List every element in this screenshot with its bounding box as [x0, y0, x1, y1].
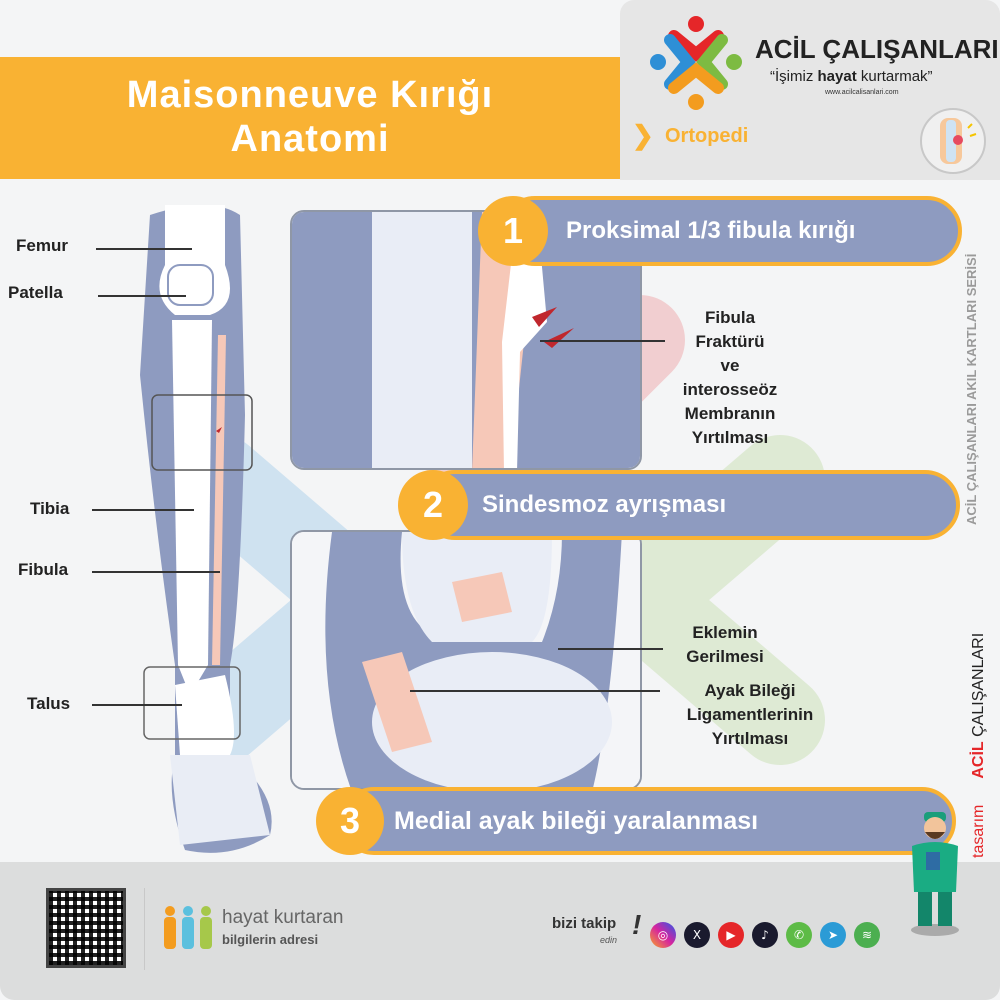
brand-logo-icon: [650, 16, 742, 110]
slogan-pre: “İşimiz: [770, 68, 818, 85]
label-fibula: Fibula: [18, 560, 69, 579]
title-banner: Maisonneuve Kırığı Anatomi: [0, 57, 620, 179]
label-talus: Talus: [27, 694, 71, 713]
text: Yırtılması: [711, 729, 789, 748]
slogan-bold: hayat: [817, 68, 857, 85]
ankle-inset: [290, 530, 642, 790]
text: Gerilmesi: [686, 647, 764, 666]
qr-code[interactable]: [46, 888, 126, 968]
youtube-icon[interactable]: ▶: [718, 922, 744, 948]
text: interosseöz: [682, 380, 778, 399]
leader-line: [92, 704, 182, 706]
whatsapp-icon[interactable]: ✆: [786, 922, 812, 948]
slogan-post: kurtarmak”: [856, 68, 933, 85]
follow-sub: edin: [600, 935, 618, 945]
fibula-fracture-inset: [290, 210, 642, 470]
text: Eklemin: [692, 623, 758, 642]
design-text: tasarım: [970, 804, 987, 858]
leader-line: [92, 571, 220, 573]
leader-line: [558, 648, 663, 650]
knee-icon: [920, 108, 986, 174]
title-line1: Maisonneuve Kırığı: [126, 74, 494, 116]
brand-slogan: “İşimiz hayat kurtarmak”: [770, 68, 933, 85]
series-label: ACİL ÇALIŞANLARI AKIL KARTLARI SERİSİ: [964, 253, 979, 525]
telegram-icon[interactable]: ➤: [820, 922, 846, 948]
x-icon[interactable]: X: [684, 922, 710, 948]
doctor-illustration: [911, 812, 959, 936]
step-3-banner: Medial ayak bileği yaralanması: [340, 787, 956, 855]
step-2-label: Sindesmoz ayrışması: [482, 491, 727, 518]
chevron-right-icon: ❯: [632, 120, 654, 150]
footer-tagline-1: hayat kurtaran: [222, 907, 344, 928]
leader-line: [540, 340, 665, 342]
text: Membranın: [684, 404, 776, 423]
brand-panel: ACİL ÇALIŞANLARI “İşimiz hayat kurtarmak…: [620, 0, 1000, 180]
spotify-icon[interactable]: ≋: [854, 922, 880, 948]
text: Ligamentlerinin: [686, 705, 814, 724]
design-brand-red: ACİL: [970, 741, 987, 779]
step-2-banner: Sindesmoz ayrışması: [420, 470, 960, 540]
leader-line: [410, 690, 660, 692]
follow-text: bizi takip: [552, 915, 617, 932]
leader-line: [98, 295, 186, 297]
divider: [144, 888, 145, 970]
text: Ayak Bileği: [704, 681, 796, 700]
label-femur: Femur: [16, 236, 68, 255]
text: ve: [720, 356, 740, 375]
design-brand: ÇALIŞANLARI: [970, 632, 987, 737]
tiktok-icon[interactable]: ♪: [752, 922, 778, 948]
text: Fraktürü: [695, 332, 765, 351]
footer-tagline-2: bilgilerin adresi: [222, 932, 319, 947]
brand-name: ACİL ÇALIŞANLARI: [755, 34, 999, 64]
brand-url: www.acilcalisanlari.com: [825, 89, 899, 96]
step-3-label: Medial ayak bileği yaralanması: [394, 807, 759, 835]
leg-illustration: [140, 205, 272, 853]
social-links: ◎ X ▶ ♪ ✆ ➤ ≋: [650, 922, 888, 953]
leader-line: [92, 509, 194, 511]
design-credit: tasarım ACİL ÇALIŞANLARI: [970, 633, 988, 858]
step-1-number: 1: [478, 196, 548, 266]
category-label: Ortopedi: [665, 125, 749, 147]
title-line2: Anatomi: [230, 118, 390, 160]
leader-line: [96, 248, 192, 250]
step-1-banner: Proksimal 1/3 fibula kırığı: [500, 196, 962, 266]
label-tibia: Tibia: [30, 499, 70, 518]
step-3-number: 3: [316, 787, 384, 855]
label-patella: Patella: [8, 283, 63, 302]
text: Yırtılması: [691, 428, 769, 447]
step-2-number: 2: [398, 470, 468, 540]
text: Fibula: [704, 308, 756, 327]
instagram-icon[interactable]: ◎: [650, 922, 676, 948]
people-icon: [164, 906, 212, 949]
step-1-label: Proksimal 1/3 fibula kırığı: [566, 217, 856, 244]
follow-excl: !: [632, 909, 642, 940]
